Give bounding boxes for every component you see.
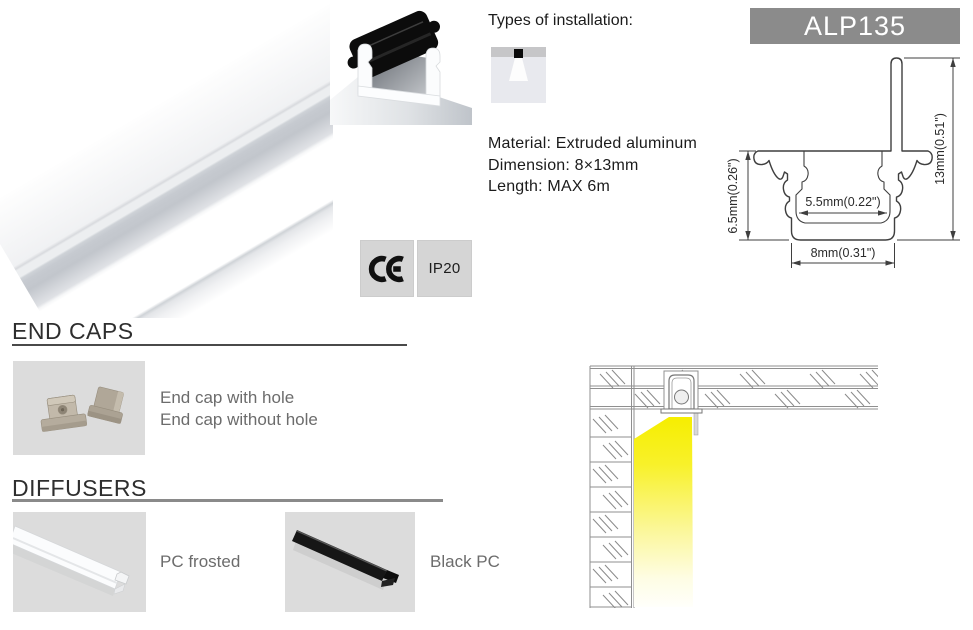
spec-dimension: Dimension: 8×13mm [488, 156, 639, 174]
detail-photo [330, 0, 472, 125]
spec-list: Material: Extruded aluminum Dimension: 8… [488, 133, 697, 198]
end-caps-divider [12, 344, 407, 346]
diffuser-frosted-label: PC frosted [160, 552, 241, 571]
spec-length: Length: MAX 6m [488, 178, 610, 195]
diffuser-frosted-image [8, 512, 146, 612]
product-photo [0, 0, 333, 318]
recessed-profile-symbol [660, 374, 703, 414]
ip20-label: IP20 [428, 260, 461, 277]
diffusers-title: DIFFUSERS [12, 475, 147, 501]
end-cap-with-hole-label: End cap with hole [160, 388, 295, 407]
black-diffuser-closeup-image [330, 10, 472, 125]
dim-65mm: 6.5mm(0.26") [726, 158, 740, 233]
dim-13mm: 13mm(0.51") [933, 113, 947, 185]
installation-diagram [545, 345, 973, 625]
model-name: ALP135 [803, 10, 907, 41]
ce-badge [360, 240, 414, 297]
end-caps-description: End cap with hole End cap without hole [160, 387, 318, 430]
diffuser-black-image [285, 512, 415, 612]
ceiling-hatch-lines [590, 365, 878, 410]
dim-8mm: 8mm(0.31") [811, 246, 876, 260]
tech-drawing: 6.5mm(0.26") 13mm(0.51") 5.5mm(0.22") 8m… [725, 50, 973, 280]
diffuser-black-label: Black PC [430, 552, 500, 571]
light-beam [634, 417, 693, 607]
aluminum-profile-image [0, 0, 333, 318]
trim-lip [693, 412, 699, 436]
profile-cross-section-drawing: 6.5mm(0.26") 13mm(0.51") 5.5mm(0.22") 8m… [726, 57, 960, 268]
recessed-installation-icon [491, 47, 546, 103]
ip20-badge: IP20 [417, 240, 472, 297]
types-of-installation-label: Types of installation: [488, 12, 633, 29]
end-cap-without-hole-label: End cap without hole [160, 409, 318, 429]
dim-55mm: 5.5mm(0.22") [805, 195, 880, 209]
model-header: ALP135 [750, 8, 960, 44]
end-caps-image [13, 361, 145, 455]
end-caps-title: END CAPS [12, 318, 134, 344]
wall-hatch-lines [589, 366, 635, 608]
diffusers-divider [12, 499, 443, 502]
ce-mark-icon [368, 255, 404, 282]
spec-material: Material: Extruded aluminum [488, 135, 698, 152]
